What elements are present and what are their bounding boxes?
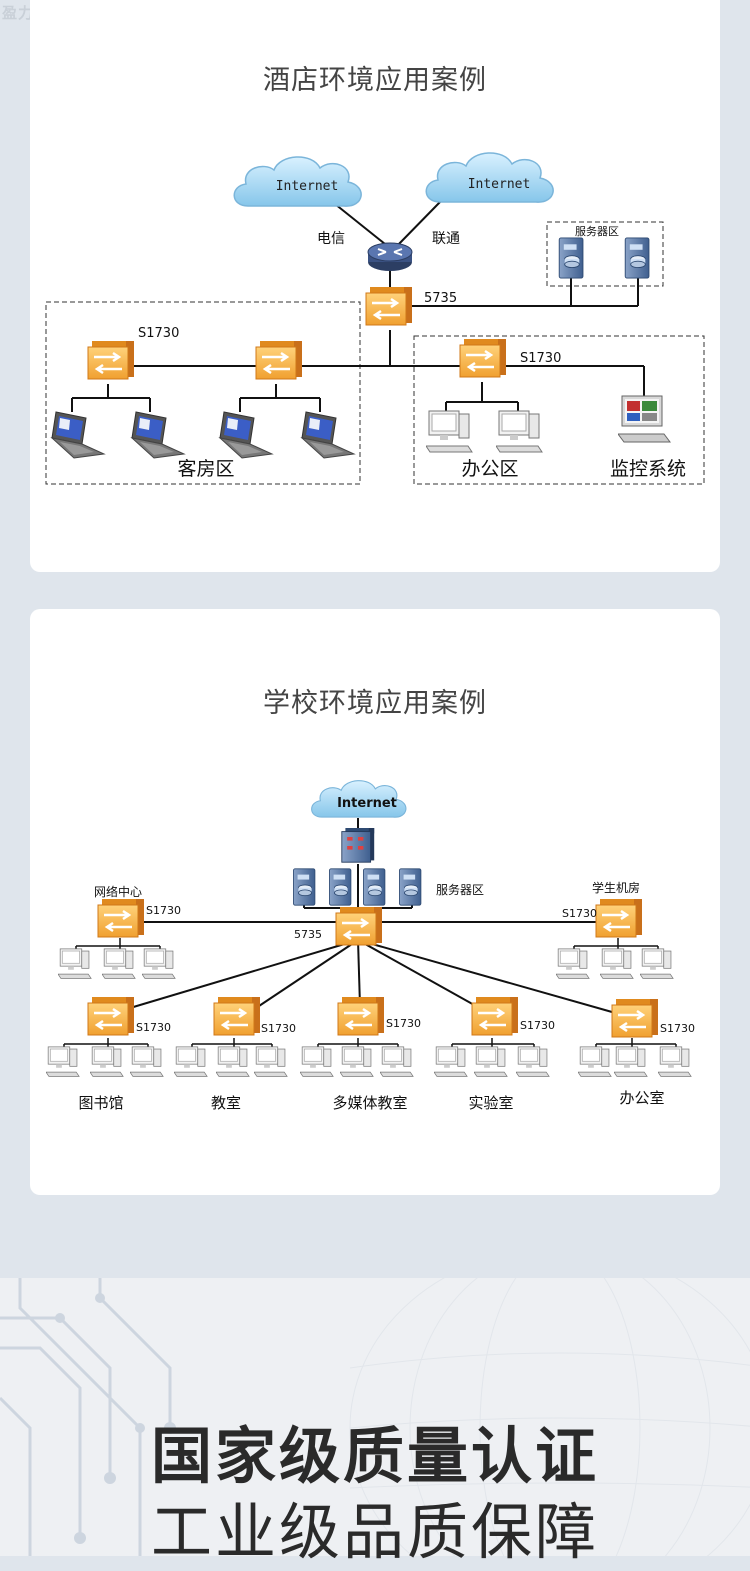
pc-icon	[90, 1046, 124, 1077]
pc-icon	[600, 948, 634, 979]
branch-multimedia-label: 多媒体教室	[332, 1094, 407, 1112]
laptop-icon	[131, 411, 185, 459]
pc-icon	[556, 948, 590, 979]
server-zone-label: 服务器区	[436, 882, 484, 897]
access-switch-icon	[610, 998, 660, 1039]
access-switch-icon	[96, 898, 146, 939]
cloud-label-telecom: Internet	[276, 179, 339, 194]
pc-icon	[640, 948, 674, 979]
access-switch-icon	[254, 340, 304, 381]
school-diagram: Internet 服务器区 5735 网络中心 S1730 学生机房 S1730…	[46, 780, 695, 1112]
library-switch-label: S1730	[136, 1021, 171, 1034]
office-switch-label: S1730	[660, 1022, 695, 1035]
access-switch-icon	[212, 996, 262, 1037]
cloud-label: Internet	[337, 796, 397, 811]
office-zone-box	[413, 335, 705, 485]
pc-icon	[130, 1046, 164, 1077]
quality-headline: 国家级质量认证	[150, 1421, 599, 1492]
quality-subline: 工业级品质保障	[150, 1497, 599, 1568]
pc-icon	[46, 1046, 80, 1077]
server-icon	[329, 868, 352, 906]
network-diagrams: Internet Internet 电信 联通 5735 服务器区 S1730 …	[45, 152, 705, 1112]
access-switch-icon	[594, 898, 644, 939]
internet-cloud-unicom: Internet	[425, 152, 554, 203]
laptop-icon	[51, 411, 105, 459]
pc-icon	[658, 1046, 692, 1077]
guest-switch-label: S1730	[138, 326, 179, 341]
network-center-switch-label: S1730	[146, 904, 181, 917]
pc-icon	[58, 948, 92, 979]
circuit-decoration	[0, 1278, 750, 1556]
guest-zone-label: 客房区	[177, 458, 234, 480]
pc-icon	[380, 1046, 414, 1077]
classroom-switch-label: S1730	[261, 1022, 296, 1035]
laboratory-switch-label: S1730	[520, 1019, 555, 1032]
office-zone-label: 办公区	[461, 458, 518, 480]
cloud-label-unicom: Internet	[468, 177, 531, 192]
brand-watermark: 盈力	[2, 4, 35, 22]
access-switch-icon	[336, 996, 386, 1037]
pc-icon	[516, 1046, 550, 1077]
router-icon	[367, 242, 413, 272]
branch-library-label: 图书馆	[78, 1094, 123, 1112]
server-icon	[363, 868, 386, 906]
pc-icon	[102, 948, 136, 979]
branch-office-label: 办公室	[619, 1089, 664, 1107]
student-lab-label: 学生机房	[592, 880, 640, 895]
footer-banner	[0, 1278, 750, 1556]
student-lab-switch-label: S1730	[562, 907, 597, 920]
pc-icon	[474, 1046, 508, 1077]
core-switch-icon	[334, 906, 384, 947]
server-icon	[624, 237, 650, 279]
office-switch-icon	[458, 338, 508, 379]
server-icon	[293, 868, 316, 906]
core-switch-icon	[364, 286, 414, 327]
network-center-label: 网络中心	[94, 884, 142, 899]
firewall-icon	[341, 828, 375, 863]
pc-icon	[142, 948, 176, 979]
office-switch-label: S1730	[520, 351, 561, 366]
hotel-diagram: Internet Internet 电信 联通 5735 服务器区 S1730 …	[45, 152, 705, 485]
monitor-zone-label: 监控系统	[610, 458, 686, 480]
server-icon	[558, 237, 584, 279]
access-switch-icon	[470, 996, 520, 1037]
laptop-icon	[219, 411, 273, 459]
pc-icon	[300, 1046, 334, 1077]
branch-laboratory-label: 实验室	[468, 1094, 513, 1112]
guest-zone-box	[45, 301, 361, 485]
pc-icon	[614, 1046, 648, 1077]
pc-icon	[216, 1046, 250, 1077]
pc-icon	[426, 410, 473, 453]
core-switch-label: 5735	[424, 291, 457, 306]
multimedia-switch-label: S1730	[386, 1017, 421, 1030]
access-switch-icon	[86, 340, 136, 381]
hotel-case-card: 酒店环境应用案例	[30, 0, 720, 572]
server-zone-label: 服务器区	[575, 225, 619, 238]
pc-icon	[434, 1046, 468, 1077]
hotel-title: 酒店环境应用案例	[263, 65, 487, 96]
pc-icon	[254, 1046, 288, 1077]
core-switch-label: 5735	[294, 928, 322, 941]
monitoring-station-icon	[618, 395, 671, 443]
branch-classroom-label: 教室	[211, 1094, 241, 1112]
pc-icon	[340, 1046, 374, 1077]
laptop-icon	[301, 411, 355, 459]
isp-unicom-label: 联通	[432, 231, 460, 247]
isp-telecom-label: 电信	[317, 231, 345, 247]
access-switch-icon	[86, 996, 136, 1037]
server-icon	[399, 868, 422, 906]
pc-icon	[578, 1046, 612, 1077]
pc-icon	[496, 410, 543, 453]
internet-cloud-telecom: Internet	[233, 156, 362, 207]
internet-cloud: Internet	[311, 780, 407, 818]
pc-icon	[174, 1046, 208, 1077]
school-title: 学校环境应用案例	[263, 688, 487, 719]
server-zone-box	[546, 221, 664, 287]
